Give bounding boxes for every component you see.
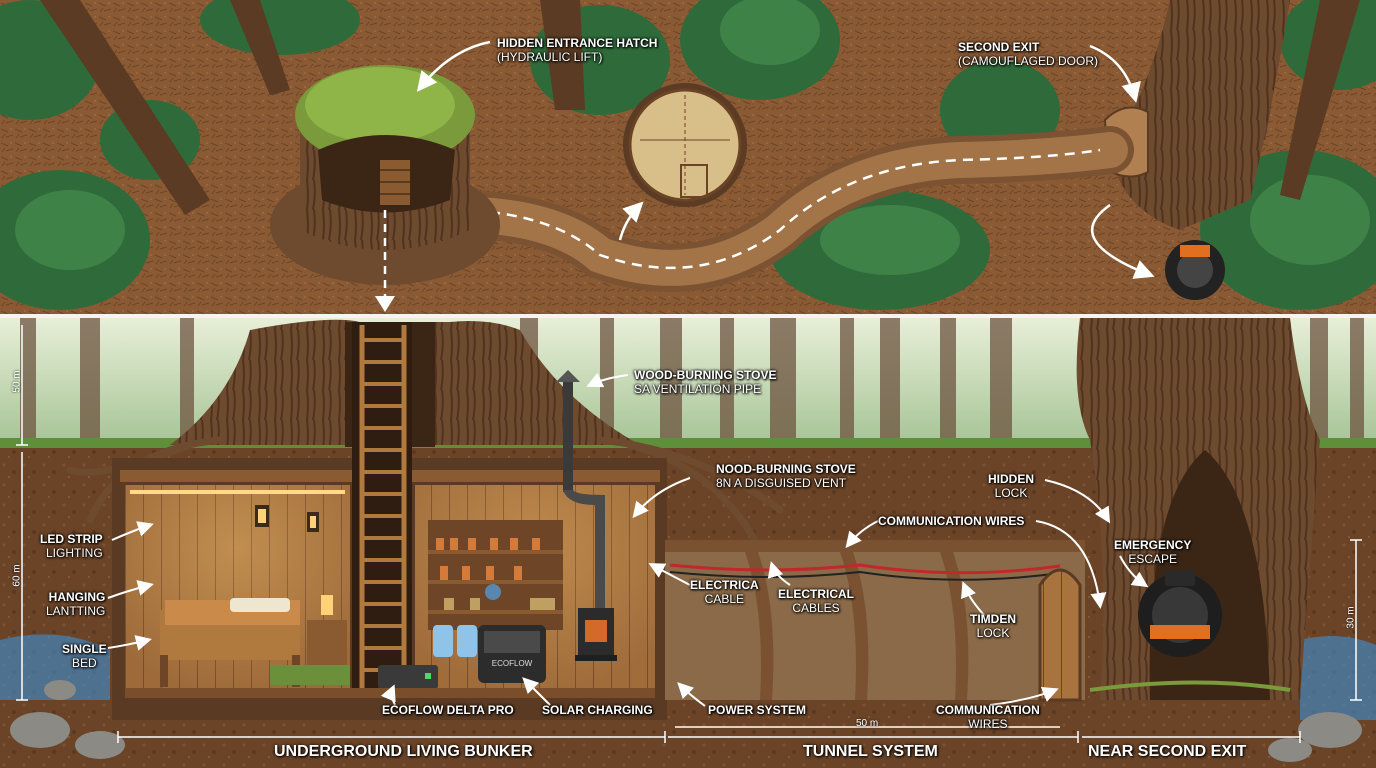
stove-vent-line2: 8N A DISGUISED VENT <box>716 476 847 490</box>
power-station-brand: ECOFLOW <box>492 659 533 668</box>
hanging-line2: LANTTING <box>46 604 106 618</box>
dim-right: 30 m <box>1345 606 1357 629</box>
ecoflow-label: ECOFLOW DELTA PRO <box>382 703 514 717</box>
emergency-escape-label: EMERGENCY ESCAPE <box>1114 538 1191 566</box>
led-line1: LED STRIP <box>40 532 103 546</box>
section-exit: NEAR SECOND EXIT <box>1088 743 1247 760</box>
hanging-line1: HANGING <box>48 590 106 604</box>
hatch-title: HIDDEN ENTRANCE HATCH <box>497 36 658 50</box>
dim-tunnel: 50 m <box>856 718 879 729</box>
stove-vent-label: NOOD-BURNING STOVE 8N A DISGUISED VENT <box>716 462 856 490</box>
timden-line1: TIMDEN <box>970 612 1016 626</box>
timden-line2: LOCK <box>976 626 1010 640</box>
timden-lock-label: TIMDEN LOCK <box>970 612 1016 640</box>
stove-vent-line1: NOOD-BURNING STOVE <box>716 462 856 476</box>
stove-pipe-line2: SA VENTILATION PIPE <box>634 382 762 396</box>
hatch-label: HIDDEN ENTRANCE HATCH (HYDRAULIC LIFT) <box>497 36 657 64</box>
solar-label: SOLAR CHARGING <box>542 703 653 717</box>
comm-wires-bottom-line2: WIRES <box>968 717 1008 731</box>
stove-pipe-line1: WOOD-BURNING STOVE <box>634 368 777 382</box>
hatch-subtitle: (HYDRAULIC LIFT) <box>497 50 603 64</box>
comm-wires-bottom-line1: COMMUNICATION <box>936 703 1040 717</box>
section-bunker: UNDERGROUND LIVING BUNKER <box>274 743 533 760</box>
bed-line1: SINGLE <box>62 642 107 656</box>
hidden-lock-label: HIDDEN LOCK <box>988 472 1034 500</box>
comm-wires-top-label: COMMUNICATION WIRES <box>878 514 1025 528</box>
second-exit-title: SECOND EXIT <box>958 40 1040 54</box>
stove-pipe-label: WOOD-BURNING STOVE SA VENTILATION PIPE <box>634 368 776 396</box>
hidden-lock-line1: HIDDEN <box>988 472 1035 486</box>
electrica-line2: CABLE <box>704 592 745 606</box>
led-label: LED STRIP LIGHTING <box>40 532 103 560</box>
single-bed-label: SINGLE BED <box>62 642 107 670</box>
second-exit-subtitle: (CAMOUFLAGED DOOR) <box>958 54 1099 68</box>
electrica-cable-label: ELECTRICA CABLE <box>690 578 759 606</box>
electrical-line2: CABLES <box>792 601 840 615</box>
escape-line1: EMERGENCY <box>1114 538 1192 552</box>
electrica-line1: ELECTRICA <box>690 578 759 592</box>
comm-wires-bottom-label: COMMUNICATION WIRES <box>936 703 1040 731</box>
power-system-label: POWER SYSTEM <box>708 703 807 717</box>
second-exit-label: SECOND EXIT (CAMOUFLAGED DOOR) <box>958 40 1098 68</box>
electrical-cables-label: ELECTRICAL CABLES <box>778 587 854 615</box>
led-line2: LIGHTING <box>46 546 103 560</box>
dim-left-lower: 60 m <box>11 564 23 587</box>
electrical-line1: ELECTRICAL <box>778 587 854 601</box>
hidden-lock-line2: LOCK <box>994 486 1028 500</box>
dim-left-upper: 50 m <box>11 370 23 393</box>
bed-line2: BED <box>71 656 97 670</box>
section-tunnel: TUNNEL SYSTEM <box>803 743 938 760</box>
hanging-lantern-label: HANGING LANTTING <box>46 590 105 618</box>
escape-line2: ESCAPE <box>1128 552 1178 566</box>
